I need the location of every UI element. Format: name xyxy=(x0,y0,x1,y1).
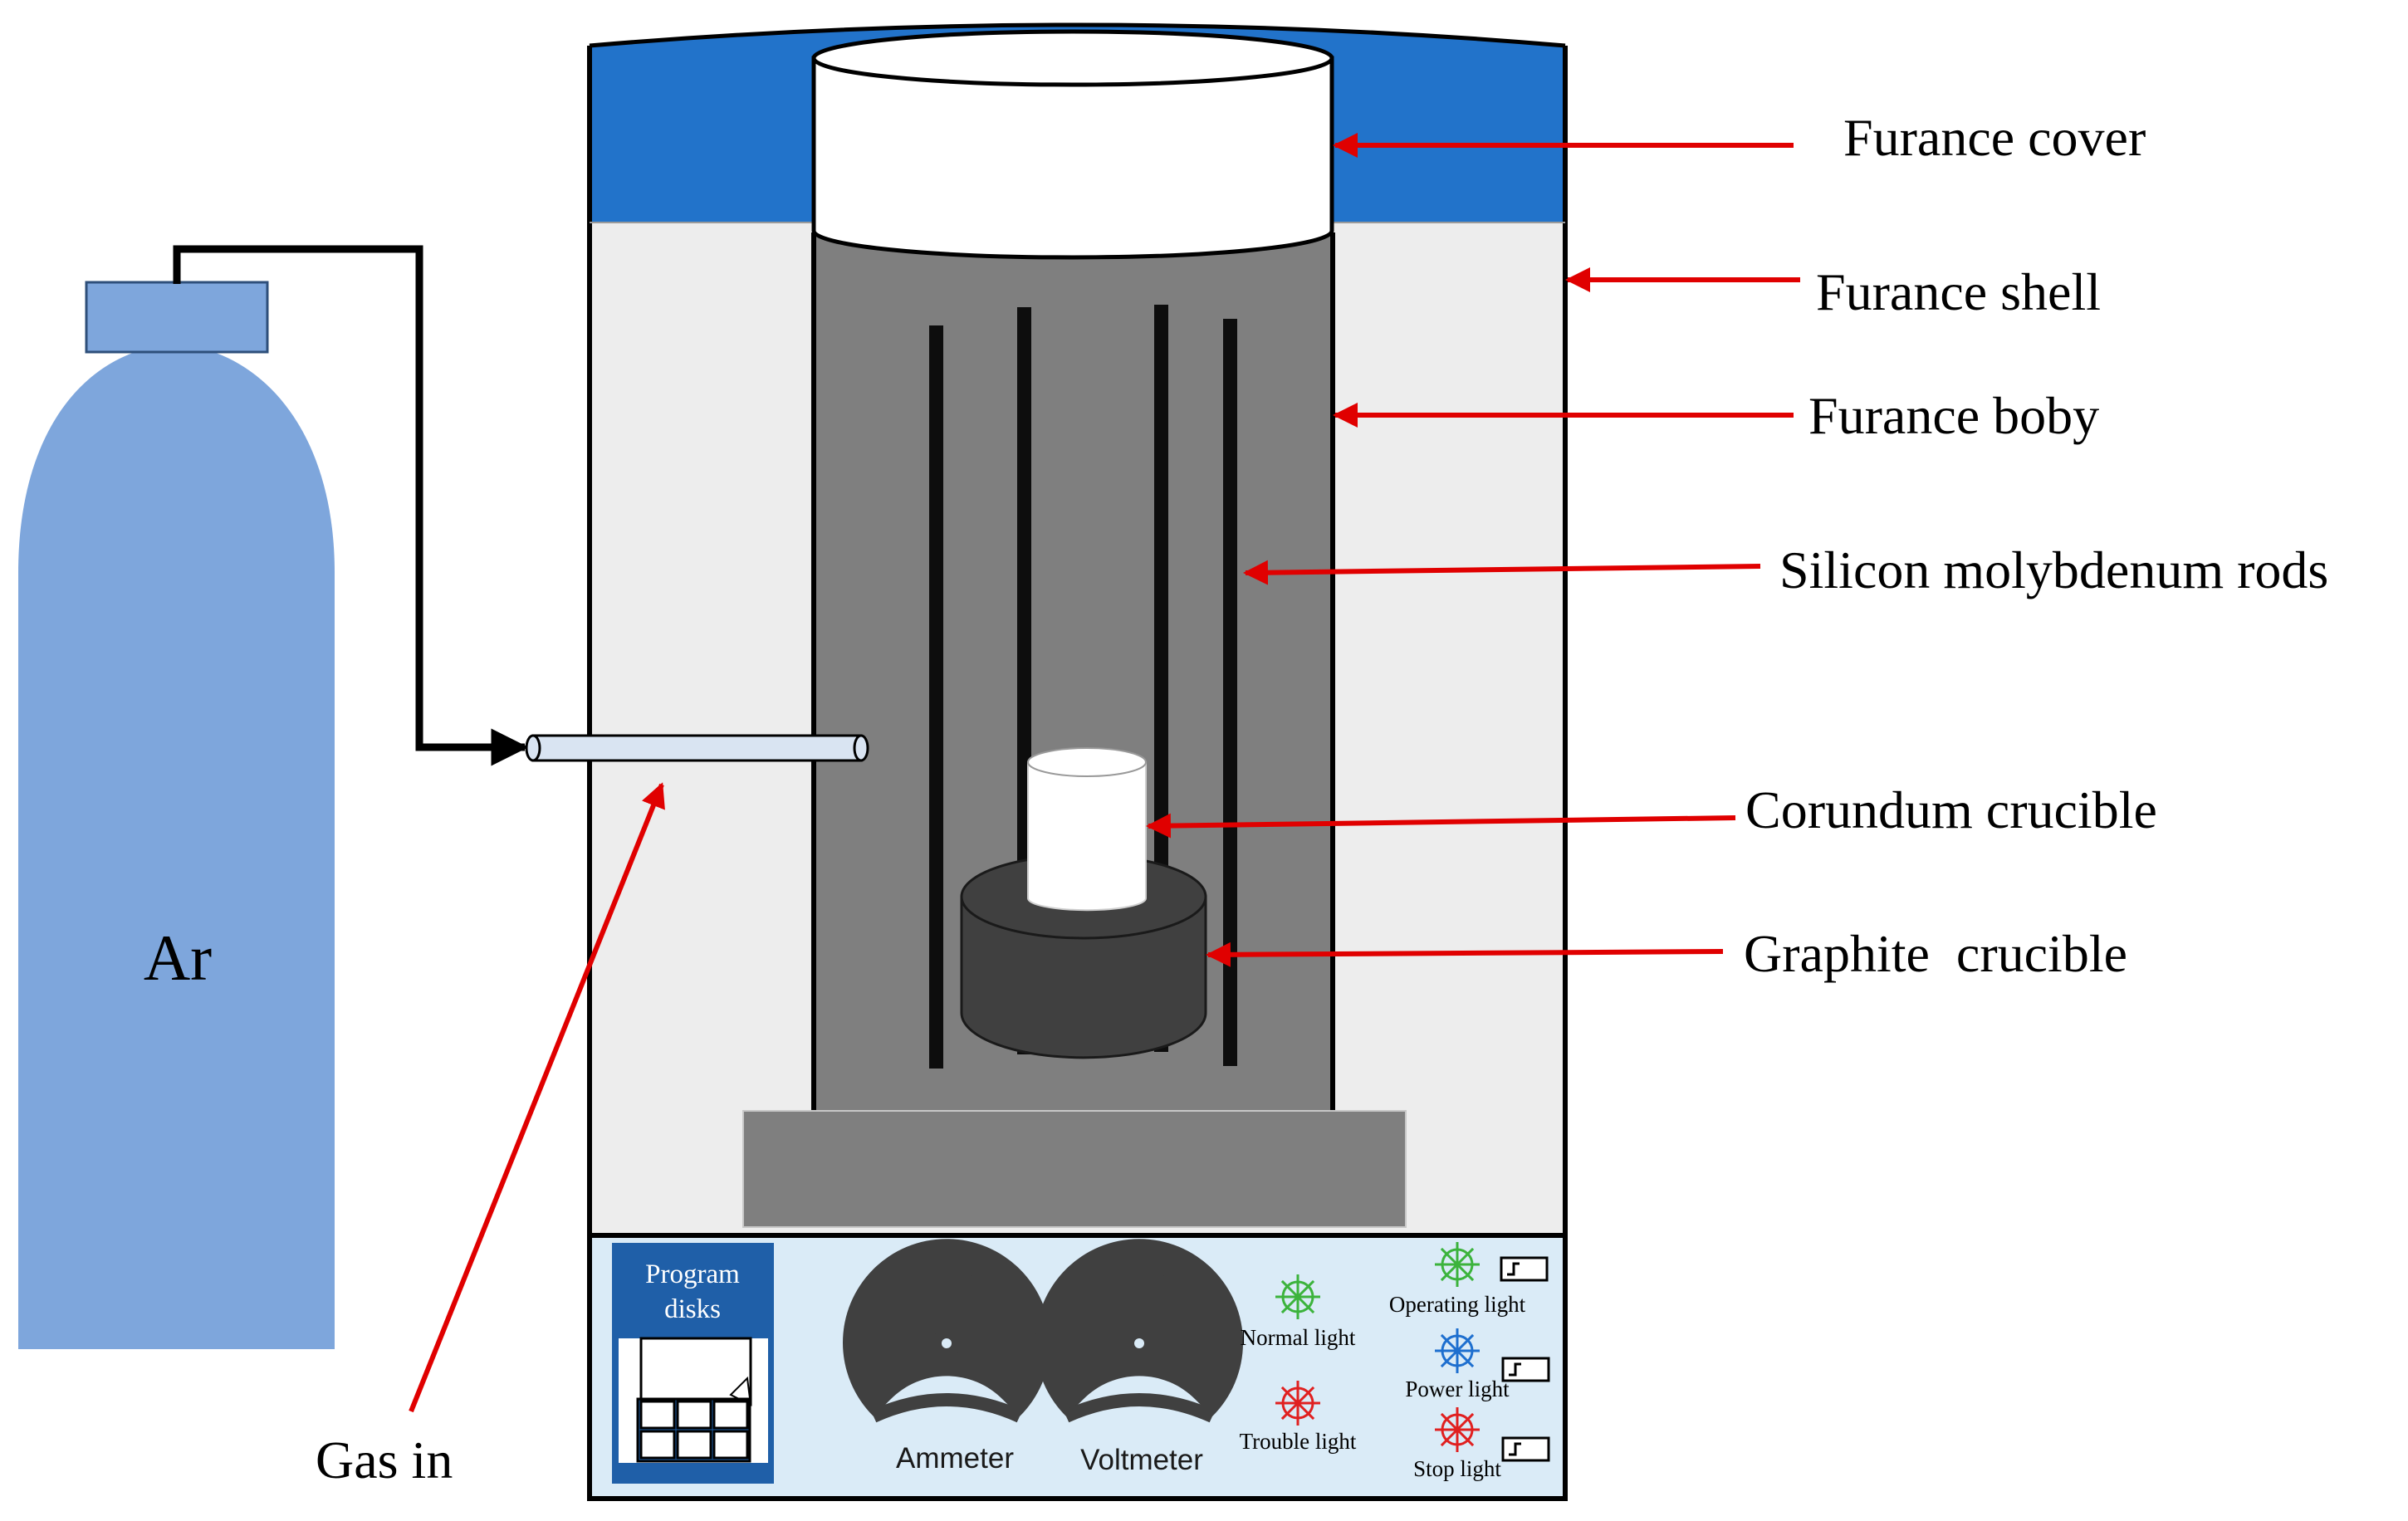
power-light-icon xyxy=(1435,1328,1480,1373)
indicator-lights xyxy=(1275,1242,1480,1452)
arrow-graphite xyxy=(1206,941,1724,967)
arrow-gas-in xyxy=(409,782,665,1413)
sm-rod xyxy=(1223,319,1237,1066)
operating-light-icon xyxy=(1435,1242,1480,1287)
shell-top-rim xyxy=(589,22,1566,48)
corundum-crucible-top xyxy=(1027,747,1147,777)
trouble-light-icon xyxy=(1275,1381,1320,1426)
gas-line xyxy=(173,245,529,766)
program-keypad xyxy=(636,1397,751,1463)
ammeter-gauge xyxy=(843,1239,1050,1423)
label-furnace-shell: Furance shell xyxy=(1816,262,2101,321)
corundum-crucible xyxy=(1027,761,1147,912)
arrow-rods xyxy=(1243,560,1761,585)
program-disks-unit: Program disks xyxy=(612,1243,774,1484)
furnace-cover xyxy=(811,56,1334,260)
label-corundum-crucible: Corundum crucible xyxy=(1745,780,2157,839)
furnace-base xyxy=(742,1110,1407,1228)
ammeter-label: Ammeter xyxy=(896,1442,1014,1475)
stop-light-label: Stop light xyxy=(1413,1456,1501,1481)
operating-light-label: Operating light xyxy=(1389,1292,1526,1317)
normal-light-icon xyxy=(1275,1274,1320,1319)
panel-switch[interactable] xyxy=(1500,1256,1549,1282)
sm-rod xyxy=(929,325,943,1069)
argon-cylinder: Ar xyxy=(18,281,335,1349)
power-light-label: Power light xyxy=(1405,1377,1510,1401)
stop-light-icon xyxy=(1435,1407,1480,1452)
cylinder-body xyxy=(18,353,335,1349)
label-sm-rods: Silicon molybdenum rods xyxy=(1779,540,2328,599)
voltmeter-label: Voltmeter xyxy=(1080,1444,1203,1476)
graphite-crucible xyxy=(960,895,1207,1059)
normal-light-label: Normal light xyxy=(1241,1325,1356,1350)
arrow-corundum xyxy=(1146,813,1736,839)
gas-inlet-pipe xyxy=(525,734,869,762)
furnace xyxy=(525,22,1568,1501)
cylinder-label: Ar xyxy=(144,922,212,994)
panel-switch[interactable] xyxy=(1501,1357,1550,1382)
label-gas-in: Gas in xyxy=(316,1431,453,1489)
voltmeter-gauge xyxy=(1035,1239,1243,1423)
label-furnace-cover: Furance cover xyxy=(1843,108,2146,167)
callout-arrows xyxy=(409,133,1800,1413)
furnace-cover-top xyxy=(811,29,1334,87)
panel-switch[interactable] xyxy=(1501,1436,1550,1462)
program-disks-label-line2: disks xyxy=(664,1294,721,1324)
label-graphite-crucible: Graphite crucible xyxy=(1744,924,2127,983)
trouble-light-label: Trouble light xyxy=(1240,1429,1357,1454)
label-furnace-body: Furance boby xyxy=(1808,386,2099,445)
program-disks-label-line1: Program xyxy=(645,1259,740,1289)
cylinder-valve-cap xyxy=(85,281,269,354)
